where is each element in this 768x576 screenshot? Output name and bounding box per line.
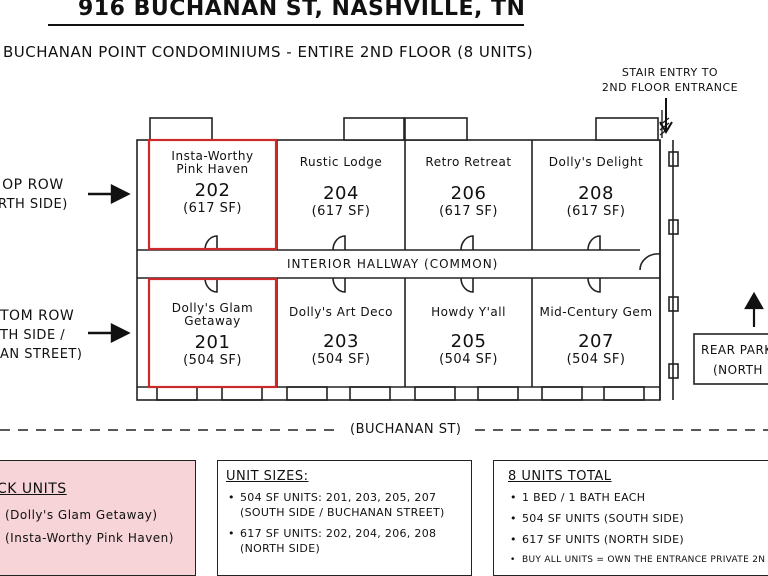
balcony-208 xyxy=(595,117,659,141)
bottom-row-line2: TH SIDE / xyxy=(0,328,66,343)
unit-201-highlight xyxy=(147,277,278,389)
top-row-line1: OP ROW xyxy=(2,177,64,193)
units-total-list: 1 BED / 1 BATH EACH 504 SF UNITS (SOUTH … xyxy=(508,490,765,568)
title-underline xyxy=(48,24,524,26)
unit-sizes-heading: UNIT SIZES: xyxy=(226,469,309,484)
rear-parking-box xyxy=(693,333,768,385)
top-row-label: OP ROW RTH SIDE) xyxy=(0,176,68,214)
unit-name: Insta-Worthy xyxy=(171,149,254,163)
unit-sf: (504 SF) xyxy=(183,353,242,368)
unit-name: Dolly's Art Deco xyxy=(289,305,393,319)
unit-sizes-item: 504 SF UNITS: 201, 203, 205, 207 (SOUTH … xyxy=(226,490,463,520)
unit-name-2: Pink Haven xyxy=(176,162,249,176)
bottom-row-label: TOM ROW TH SIDE / AN STREET) xyxy=(0,307,82,364)
top-row-line2: RTH SIDE) xyxy=(0,197,68,212)
unit-202[interactable]: Insta-Worthy Pink Haven 202 (617 SF) xyxy=(149,149,276,217)
address-title: 916 BUCHANAN ST, NASHVILLE, TN xyxy=(78,0,526,21)
unit-208[interactable]: Dolly's Delight 208 (617 SF) xyxy=(532,155,660,220)
unit-number: 202 xyxy=(194,180,231,201)
unit-sf: (504 SF) xyxy=(439,352,498,367)
pick-units-heading: CK UNITS xyxy=(0,481,67,497)
unit-name: Howdy Y'all xyxy=(431,305,506,319)
bottom-row-line1: TOM ROW xyxy=(0,308,75,324)
unit-sizes-list: 504 SF UNITS: 201, 203, 205, 207 (SOUTH … xyxy=(226,490,463,556)
rear-parking-label: REAR PARKI (NORTH xyxy=(701,340,768,380)
unit-sizes-item-line2: (SOUTH SIDE / BUCHANAN STREET) xyxy=(240,506,445,519)
interior-hallway-label: INTERIOR HALLWAY (COMMON) xyxy=(287,257,499,271)
unit-name-2: Getaway xyxy=(184,314,241,328)
units-total-item: BUY ALL UNITS = OWN THE ENTRANCE PRIVATE… xyxy=(508,553,765,568)
stair-arrow-icon xyxy=(659,98,673,134)
unit-204[interactable]: Rustic Lodge 204 (617 SF) xyxy=(277,155,405,220)
bottom-row-line3: AN STREET) xyxy=(0,347,83,362)
unit-name: Rustic Lodge xyxy=(299,155,383,169)
buchanan-street-label: (BUCHANAN ST) xyxy=(350,422,462,437)
unit-sf: (617 SF) xyxy=(311,204,371,219)
unit-sizes-item-line1: 617 SF UNITS: 202, 204, 206, 208 xyxy=(240,527,437,540)
unit-sf: (617 SF) xyxy=(566,204,626,219)
unit-sizes-item: 617 SF UNITS: 202, 204, 206, 208 (NORTH … xyxy=(226,526,463,556)
stair-entry-note: STAIR ENTRY TO 2ND FLOOR ENTRANCE xyxy=(590,65,750,95)
building-subtitle: BUCHANAN POINT CONDOMINIUMS - ENTIRE 2ND… xyxy=(3,43,534,61)
unit-sf: (504 SF) xyxy=(566,352,626,367)
unit-207[interactable]: Mid-Century Gem 207 (504 SF) xyxy=(532,305,660,368)
unit-number: 207 xyxy=(578,331,614,352)
units-total-box: 8 UNITS TOTAL 1 BED / 1 BATH EACH 504 SF… xyxy=(493,460,768,576)
unit-number: 205 xyxy=(450,331,487,352)
unit-sizes-item-line2: (NORTH SIDE) xyxy=(240,542,321,555)
unit-number: 204 xyxy=(323,183,359,204)
unit-206[interactable]: Retro Retreat 206 (617 SF) xyxy=(405,155,532,220)
unit-sizes-box: UNIT SIZES: 504 SF UNITS: 201, 203, 205,… xyxy=(217,460,472,576)
unit-name: Dolly's Delight xyxy=(548,155,644,169)
unit-sf: (617 SF) xyxy=(183,201,242,216)
units-total-item: 1 BED / 1 BATH EACH xyxy=(508,490,764,505)
pick-units-box: CK UNITS (Dolly's Glam Getaway) (Insta-W… xyxy=(0,460,196,576)
unit-sizes-item-line1: 504 SF UNITS: 201, 203, 205, 207 xyxy=(240,491,437,504)
parking-line1: REAR PARKI xyxy=(701,343,768,357)
unit-name: Mid-Century Gem xyxy=(539,305,653,319)
unit-name: Dolly's Glam xyxy=(171,301,254,315)
unit-201[interactable]: Dolly's Glam Getaway 201 (504 SF) xyxy=(149,301,276,369)
unit-205[interactable]: Howdy Y'all 205 (504 SF) xyxy=(405,305,532,368)
balcony-202 xyxy=(149,117,213,141)
stair-note-line1: STAIR ENTRY TO xyxy=(621,66,719,79)
unit-number: 206 xyxy=(450,183,487,204)
units-total-heading: 8 UNITS TOTAL xyxy=(508,469,612,484)
unit-202-highlight xyxy=(147,138,278,251)
units-total-item: 617 SF UNITS (NORTH SIDE) xyxy=(508,532,764,547)
stair-note-line2: 2ND FLOOR ENTRANCE xyxy=(601,81,739,94)
unit-number: 201 xyxy=(194,332,231,353)
unit-sf: (504 SF) xyxy=(311,352,371,367)
unit-name: Retro Retreat xyxy=(425,155,512,169)
parking-line2: (NORTH xyxy=(713,363,763,377)
balcony-206b xyxy=(404,117,468,141)
units-total-item: 504 SF UNITS (SOUTH SIDE) xyxy=(508,511,764,526)
unit-number: 203 xyxy=(323,331,359,352)
unit-sf: (617 SF) xyxy=(439,204,498,219)
unit-203[interactable]: Dolly's Art Deco 203 (504 SF) xyxy=(277,305,405,368)
pick-unit-2: (Insta-Worthy Pink Haven) xyxy=(5,531,174,545)
pick-unit-1: (Dolly's Glam Getaway) xyxy=(5,508,158,522)
unit-number: 208 xyxy=(578,183,614,204)
balcony-206a xyxy=(343,117,405,141)
